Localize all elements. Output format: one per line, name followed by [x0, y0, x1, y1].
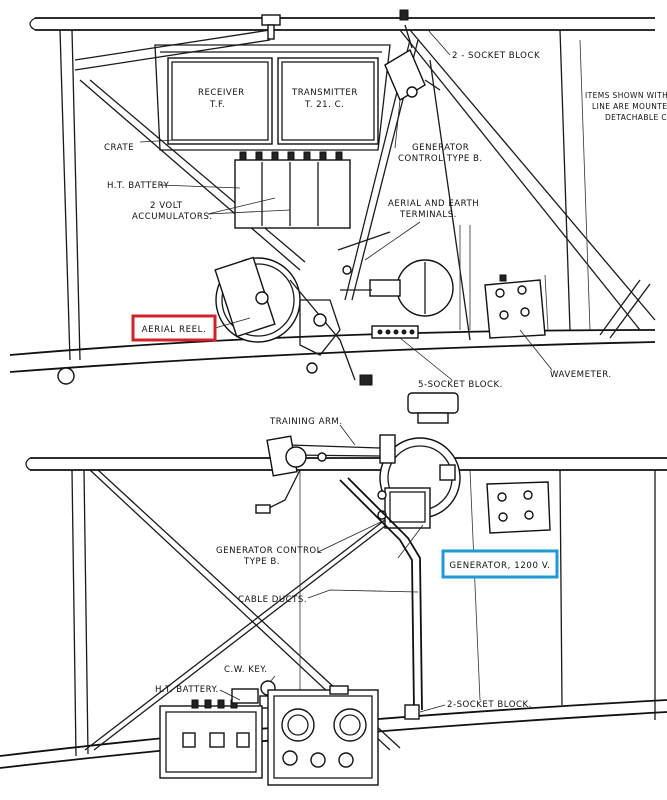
label-accumulators-1: 2 VOLT — [150, 201, 183, 211]
upper-view — [9, 9, 656, 386]
lower-view — [0, 392, 667, 786]
label-aerial-earth-2: TERMINALS. — [399, 210, 457, 220]
label-aerial-reel: AERIAL REEL. — [142, 325, 207, 335]
label-cw-key: C.W. KEY. — [224, 665, 268, 675]
label-items-note-1: ITEMS SHOWN WITHI — [585, 91, 667, 100]
label-two-socket-block-top: 2 - SOCKET BLOCK — [452, 51, 540, 61]
label-ht-battery-bottom: H.T. BATTERY. — [155, 685, 219, 695]
aerial-reel-callout[interactable]: AERIAL REEL. — [131, 314, 217, 342]
label-ht-battery-top: H.T. BATTERY — [107, 181, 170, 191]
label-training-arm: TRAINING ARM. — [269, 417, 343, 427]
label-five-socket-block: 5-SOCKET BLOCK. — [418, 380, 503, 390]
aerial-reel-highlight-box[interactable] — [131, 314, 217, 342]
label-crate: CRATE — [104, 143, 134, 153]
label-items-note-3: DETACHABLE C — [605, 113, 667, 122]
label-generator-control-bottom-2: TYPE B. — [243, 557, 280, 567]
label-generator-control-top-1: GENERATOR — [412, 143, 469, 153]
leader-lines — [139, 29, 553, 713]
generator-highlight-box[interactable] — [441, 549, 559, 579]
label-transmitter-1: TRANSMITTER — [291, 88, 358, 98]
labels: 2 - SOCKET BLOCK ITEMS SHOWN WITHI LINE … — [104, 51, 667, 710]
label-generator-control-top-2: CONTROL TYPE B. — [398, 154, 483, 164]
label-items-note-2: LINE ARE MOUNTE — [592, 102, 667, 111]
label-transmitter-2: T. 21. C. — [304, 100, 344, 110]
label-generator-control-bottom-1: GENERATOR CONTROL — [216, 546, 322, 556]
label-accumulators-2: ACCUMULATORS. — [132, 212, 213, 222]
label-wavemeter: WAVEMETER. — [550, 370, 612, 380]
label-two-socket-block-bottom: 2-SOCKET BLOCK. — [447, 700, 532, 710]
label-generator: GENERATOR, 1200 V. — [449, 561, 550, 571]
label-cable-ducts: CABLE DUCTS. — [238, 595, 307, 605]
label-aerial-earth-1: AERIAL AND EARTH — [388, 199, 479, 209]
label-receiver-1: RECEIVER — [198, 88, 245, 98]
generator-callout[interactable]: GENERATOR, 1200 V. — [441, 549, 559, 579]
label-receiver-2: T.F. — [209, 100, 225, 110]
